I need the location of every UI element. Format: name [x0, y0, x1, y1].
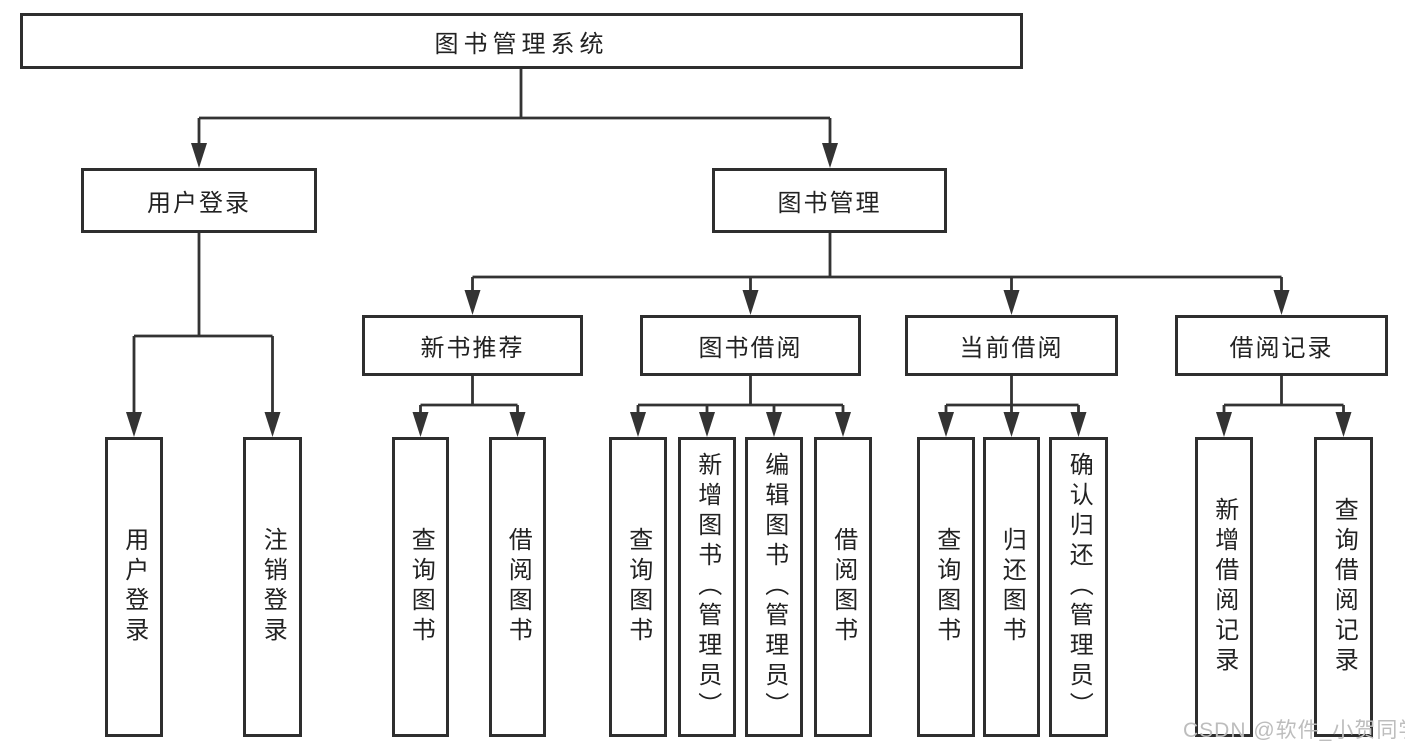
leaf-label: 查询图书	[624, 527, 652, 647]
leaf-label: 查询图书	[932, 527, 960, 647]
leaf-label: 借阅图书	[504, 527, 532, 647]
leaf-query-books-borrowing: 查询图书	[609, 437, 667, 737]
node-borrowing-records: 借阅记录	[1175, 315, 1388, 376]
leaf-label: 归还图书	[998, 527, 1026, 647]
leaf-query-books-current: 查询图书	[917, 437, 975, 737]
leaf-logout: 注销登录	[243, 437, 302, 737]
leaf-label: 新增图书（管理员）	[693, 452, 721, 722]
leaf-return-book: 归还图书	[983, 437, 1040, 737]
leaf-label: 用户登录	[120, 527, 148, 647]
leaf-label: 编辑图书（管理员）	[760, 452, 788, 722]
leaf-edit-book-admin: 编辑图书（管理员）	[745, 437, 803, 737]
leaf-label: 确认归还（管理员）	[1065, 452, 1093, 722]
leaf-add-borrow-record: 新增借阅记录	[1195, 437, 1253, 737]
leaf-query-borrow-record: 查询借阅记录	[1314, 437, 1373, 737]
node-user-login: 用户登录	[81, 168, 317, 233]
node-library-management-system: 图书管理系统	[20, 13, 1023, 69]
node-book-borrowing: 图书借阅	[640, 315, 861, 376]
leaf-confirm-return-admin: 确认归还（管理员）	[1049, 437, 1108, 737]
leaf-label: 新增借阅记录	[1210, 497, 1238, 677]
leaf-label: 借阅图书	[829, 527, 857, 647]
node-current-borrowing: 当前借阅	[905, 315, 1118, 376]
leaf-borrow-books-recommend: 借阅图书	[489, 437, 546, 737]
leaf-user-login: 用户登录	[105, 437, 163, 737]
node-book-management: 图书管理	[712, 168, 947, 233]
node-new-book-recommendation: 新书推荐	[362, 315, 583, 376]
leaf-borrow-books-borrowing: 借阅图书	[814, 437, 872, 737]
leaf-label: 注销登录	[259, 527, 287, 647]
csdn-watermark: CSDN @软件_小贺同学	[1183, 719, 1405, 742]
leaf-label: 查询图书	[407, 527, 435, 647]
leaf-query-books-recommend: 查询图书	[392, 437, 449, 737]
leaf-label: 查询借阅记录	[1330, 497, 1358, 677]
leaf-add-book-admin: 新增图书（管理员）	[678, 437, 736, 737]
